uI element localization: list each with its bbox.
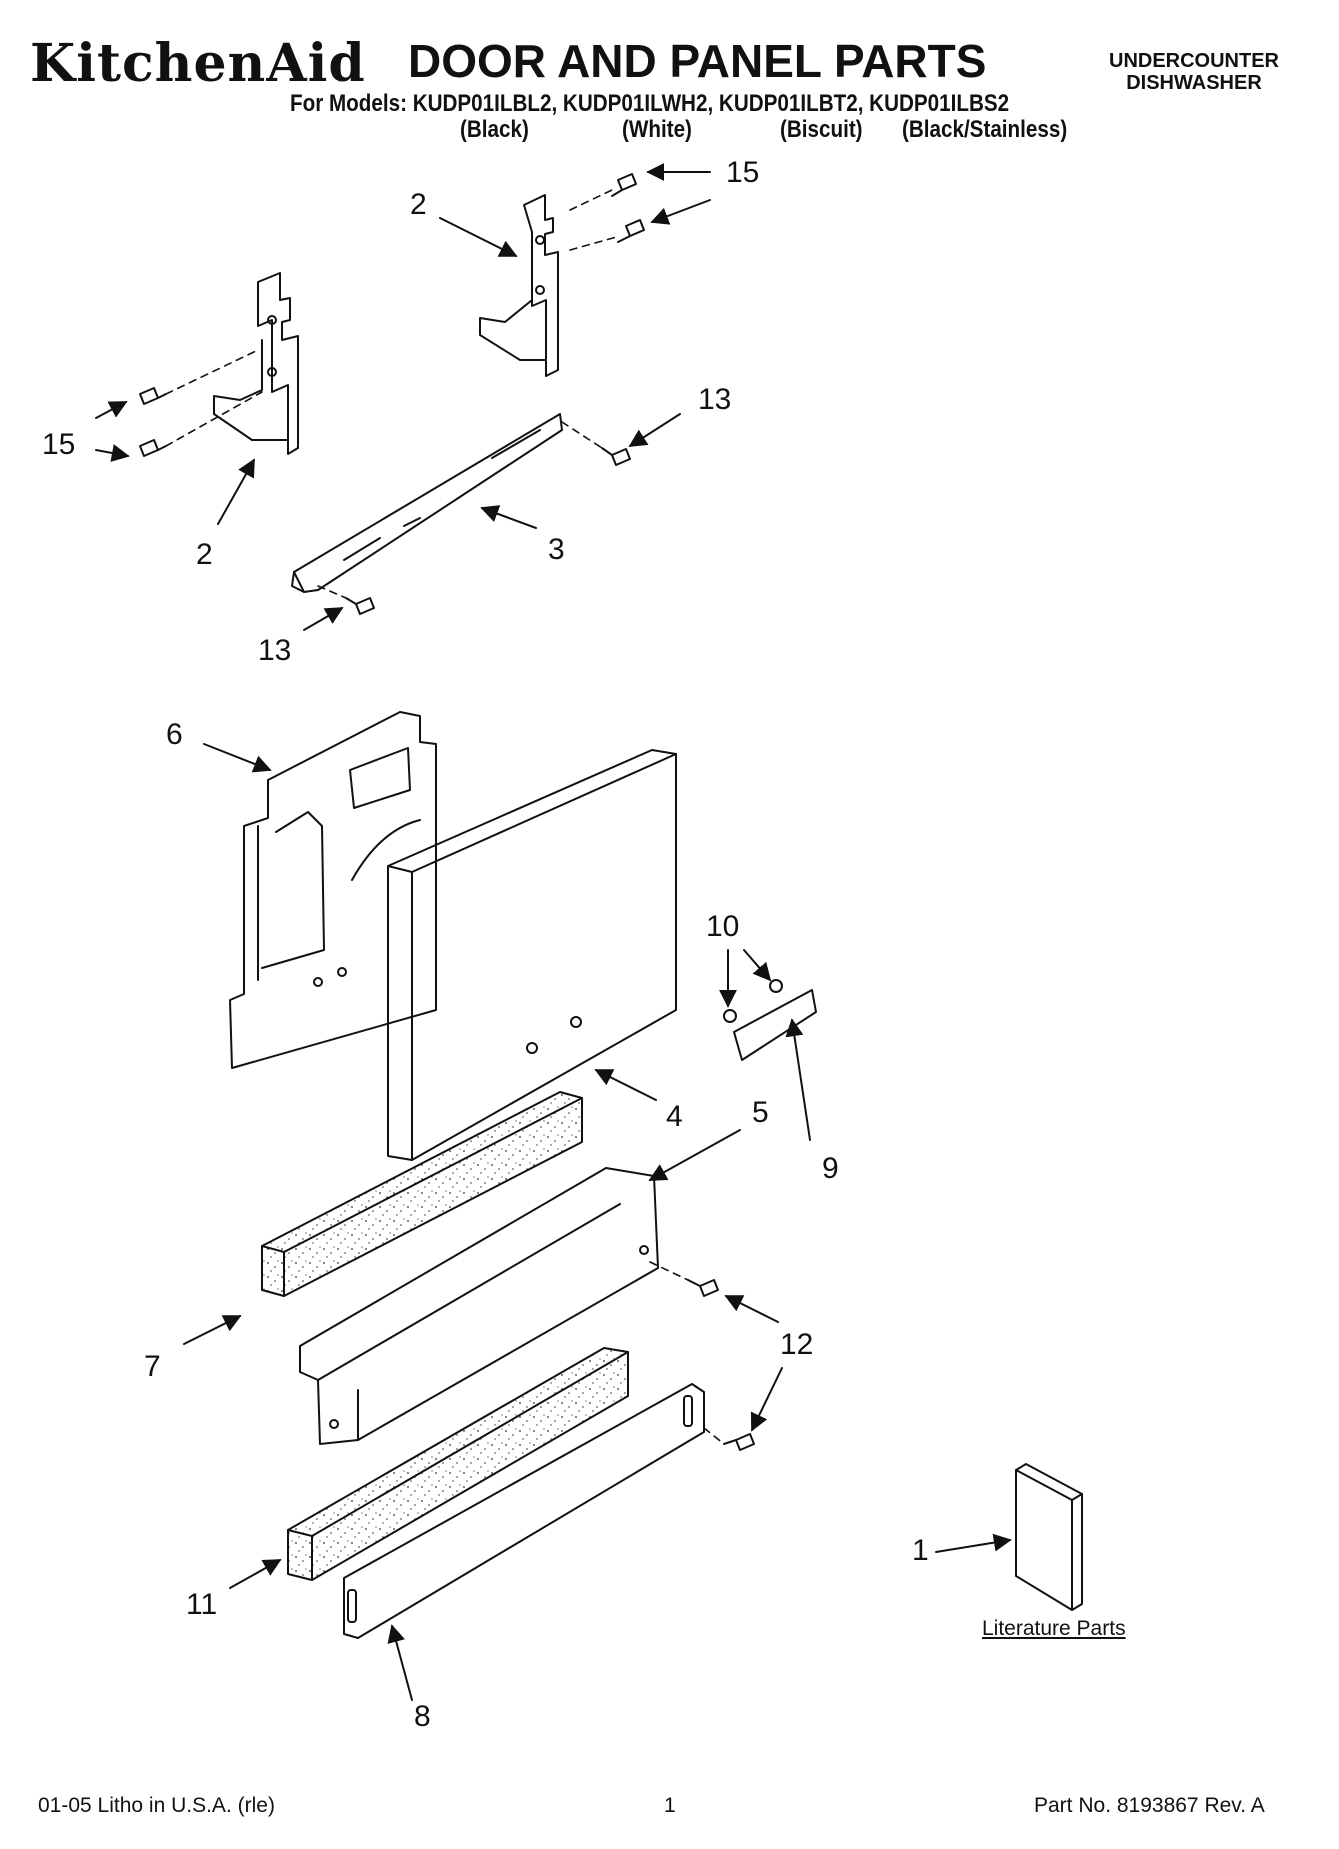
callout-2-upper: 2 — [410, 188, 427, 221]
leader-2-upper — [439, 217, 518, 257]
leader-1 — [935, 1533, 1012, 1553]
screw-15-top-b — [617, 219, 645, 243]
toe-insulation — [287, 1347, 629, 1581]
callout-6: 6 — [166, 718, 183, 751]
callout-15-top: 15 — [726, 156, 760, 189]
page-title: DOOR AND PANEL PARTS — [408, 35, 987, 87]
handle-end-cap — [733, 989, 817, 1061]
screw-13-right — [601, 447, 631, 466]
door-insulation-upper — [261, 1091, 583, 1297]
callout-7: 7 — [144, 1350, 161, 1383]
variant-white: (White) — [622, 116, 692, 143]
callout-15-left: 15 — [42, 428, 76, 461]
models-line: For Models: KUDP01ILBL2, KUDP01ILWH2, KU… — [290, 90, 1010, 117]
hinge-support-rail — [291, 413, 563, 593]
leader-8 — [387, 1624, 413, 1701]
callout-8: 8 — [414, 1700, 431, 1733]
callout-5: 5 — [752, 1096, 769, 1129]
leader-9 — [785, 1018, 811, 1141]
leader-15-top-b — [650, 199, 711, 225]
leader-6 — [203, 743, 272, 773]
leader-13-bottom — [303, 607, 344, 631]
hinge-bracket-upper — [479, 194, 559, 377]
leader-11 — [229, 1559, 282, 1589]
callout-10: 10 — [706, 910, 740, 943]
callout-4: 4 — [666, 1100, 683, 1133]
footer-page-number: 1 — [664, 1794, 676, 1817]
inner-door-liner — [229, 711, 437, 1069]
screw-12-lower — [723, 1433, 755, 1451]
leader-15-left-b — [95, 444, 130, 462]
footer-part-number: Part No. 8193867 Rev. A — [1034, 1794, 1265, 1817]
leader-4 — [594, 1069, 657, 1101]
appliance-type: UNDERCOUNTER DISHWASHER — [1109, 50, 1279, 94]
leader-15-left-a — [95, 401, 128, 419]
variant-biscuit: (Biscuit) — [780, 116, 863, 143]
leader-7 — [183, 1315, 242, 1345]
nut-10-b — [769, 979, 783, 993]
literature-booklet — [1015, 1463, 1083, 1611]
toe-panel-bracket — [299, 1167, 659, 1445]
hinge-bracket-lower — [213, 272, 299, 455]
callout-1: 1 — [912, 1534, 929, 1567]
literature-parts-label: Literature Parts — [982, 1617, 1126, 1640]
variant-black: (Black) — [460, 116, 529, 143]
screw-15-top-a — [611, 173, 637, 197]
callout-3: 3 — [548, 533, 565, 566]
leader-10-b — [743, 949, 772, 982]
leader-12-lower — [750, 1367, 783, 1432]
screw-15-left-b — [139, 439, 167, 457]
leader-5 — [648, 1129, 741, 1181]
leader-13-right — [628, 413, 681, 447]
callout-9: 9 — [822, 1152, 839, 1185]
screw-15-left-a — [139, 387, 167, 405]
nut-10-a — [723, 1009, 737, 1023]
leader-3 — [480, 505, 537, 529]
screw-13-bottom — [345, 597, 375, 615]
callout-13-bottom: 13 — [258, 634, 292, 667]
screw-12-upper — [687, 1279, 719, 1297]
callout-13-right: 13 — [698, 383, 732, 416]
callout-12: 12 — [780, 1328, 814, 1361]
callout-2-lower: 2 — [196, 538, 213, 571]
variant-black-stainless: (Black/Stainless) — [902, 116, 1068, 143]
outer-door-panel — [387, 749, 677, 1161]
callout-11: 11 — [186, 1588, 218, 1621]
footer-litho: 01-05 Litho in U.S.A. (rle) — [38, 1794, 275, 1817]
leader-2-lower — [217, 458, 255, 525]
toe-panel — [343, 1383, 705, 1639]
brand-logo: KitchenAid — [30, 33, 366, 94]
leader-12-upper — [724, 1295, 779, 1323]
